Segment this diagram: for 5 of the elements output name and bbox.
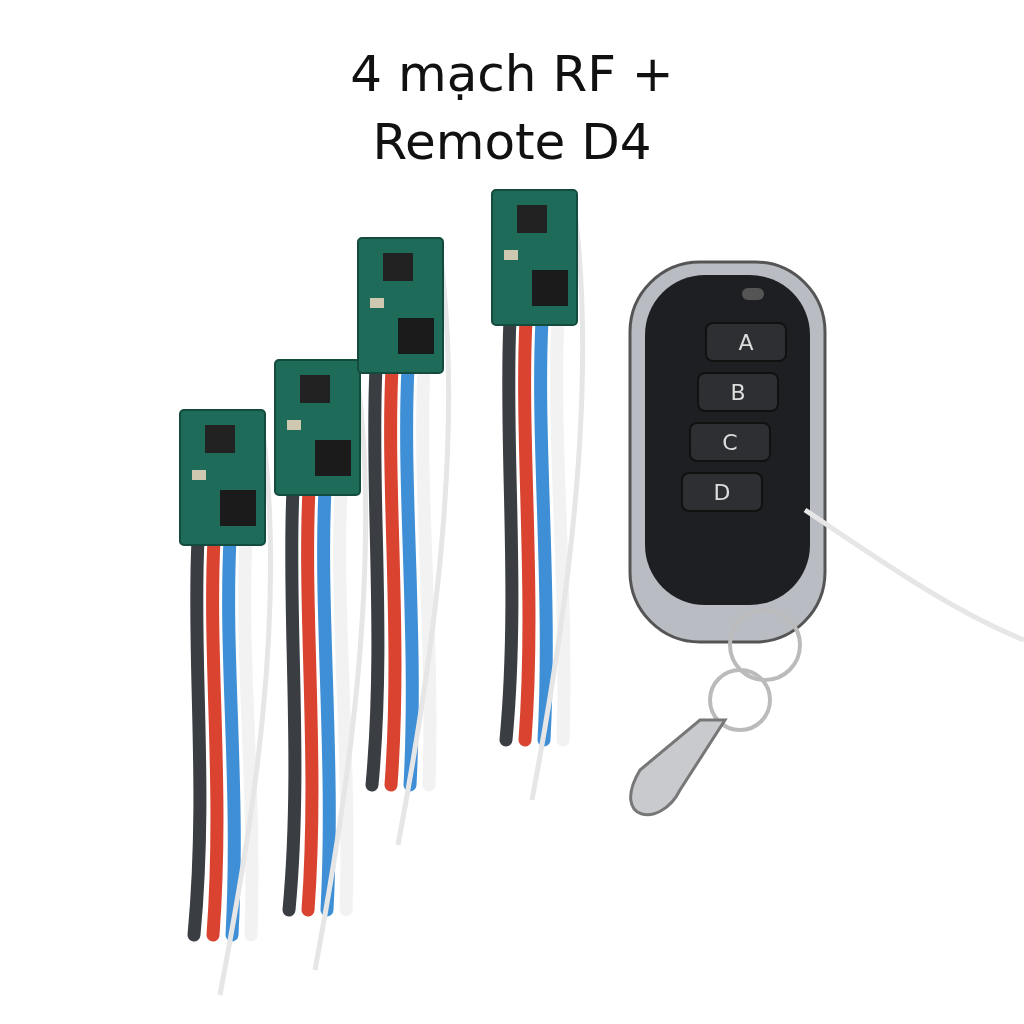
remote-button: B <box>697 372 779 412</box>
remote-button: C <box>689 422 771 462</box>
title: 4 mạch RF + Remote D4 <box>349 44 675 173</box>
remote-button: D <box>681 472 763 512</box>
remote-button: A <box>705 322 787 362</box>
